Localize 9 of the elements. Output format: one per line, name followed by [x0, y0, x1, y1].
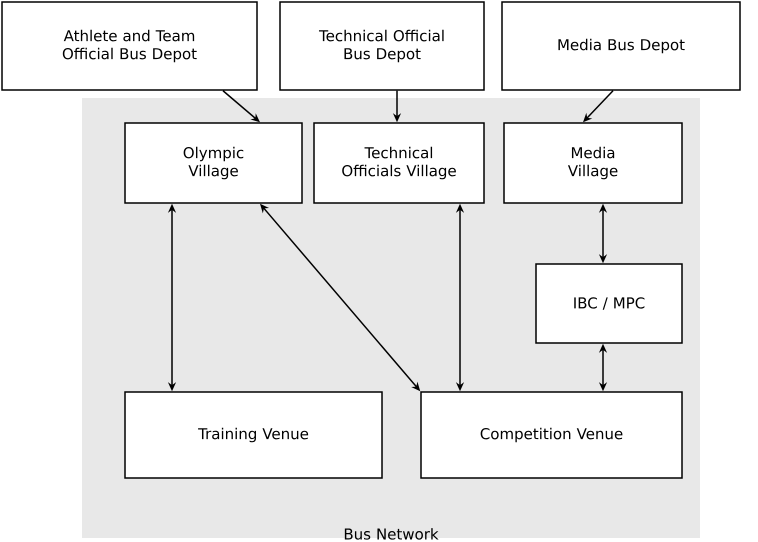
process-box: Technical Officials Village	[313, 122, 485, 204]
process-box: Athlete and Team Official Bus Depot	[1, 1, 258, 91]
process-box: Training Venue	[124, 391, 383, 479]
process-box: Media Village	[503, 122, 683, 204]
process-box: IBC / MPC	[535, 263, 683, 344]
process-box: Competition Venue	[420, 391, 683, 479]
process-box: Technical Official Bus Depot	[279, 1, 485, 91]
process-box: Media Bus Depot	[501, 1, 741, 91]
process-box: Olympic Village	[124, 122, 303, 204]
